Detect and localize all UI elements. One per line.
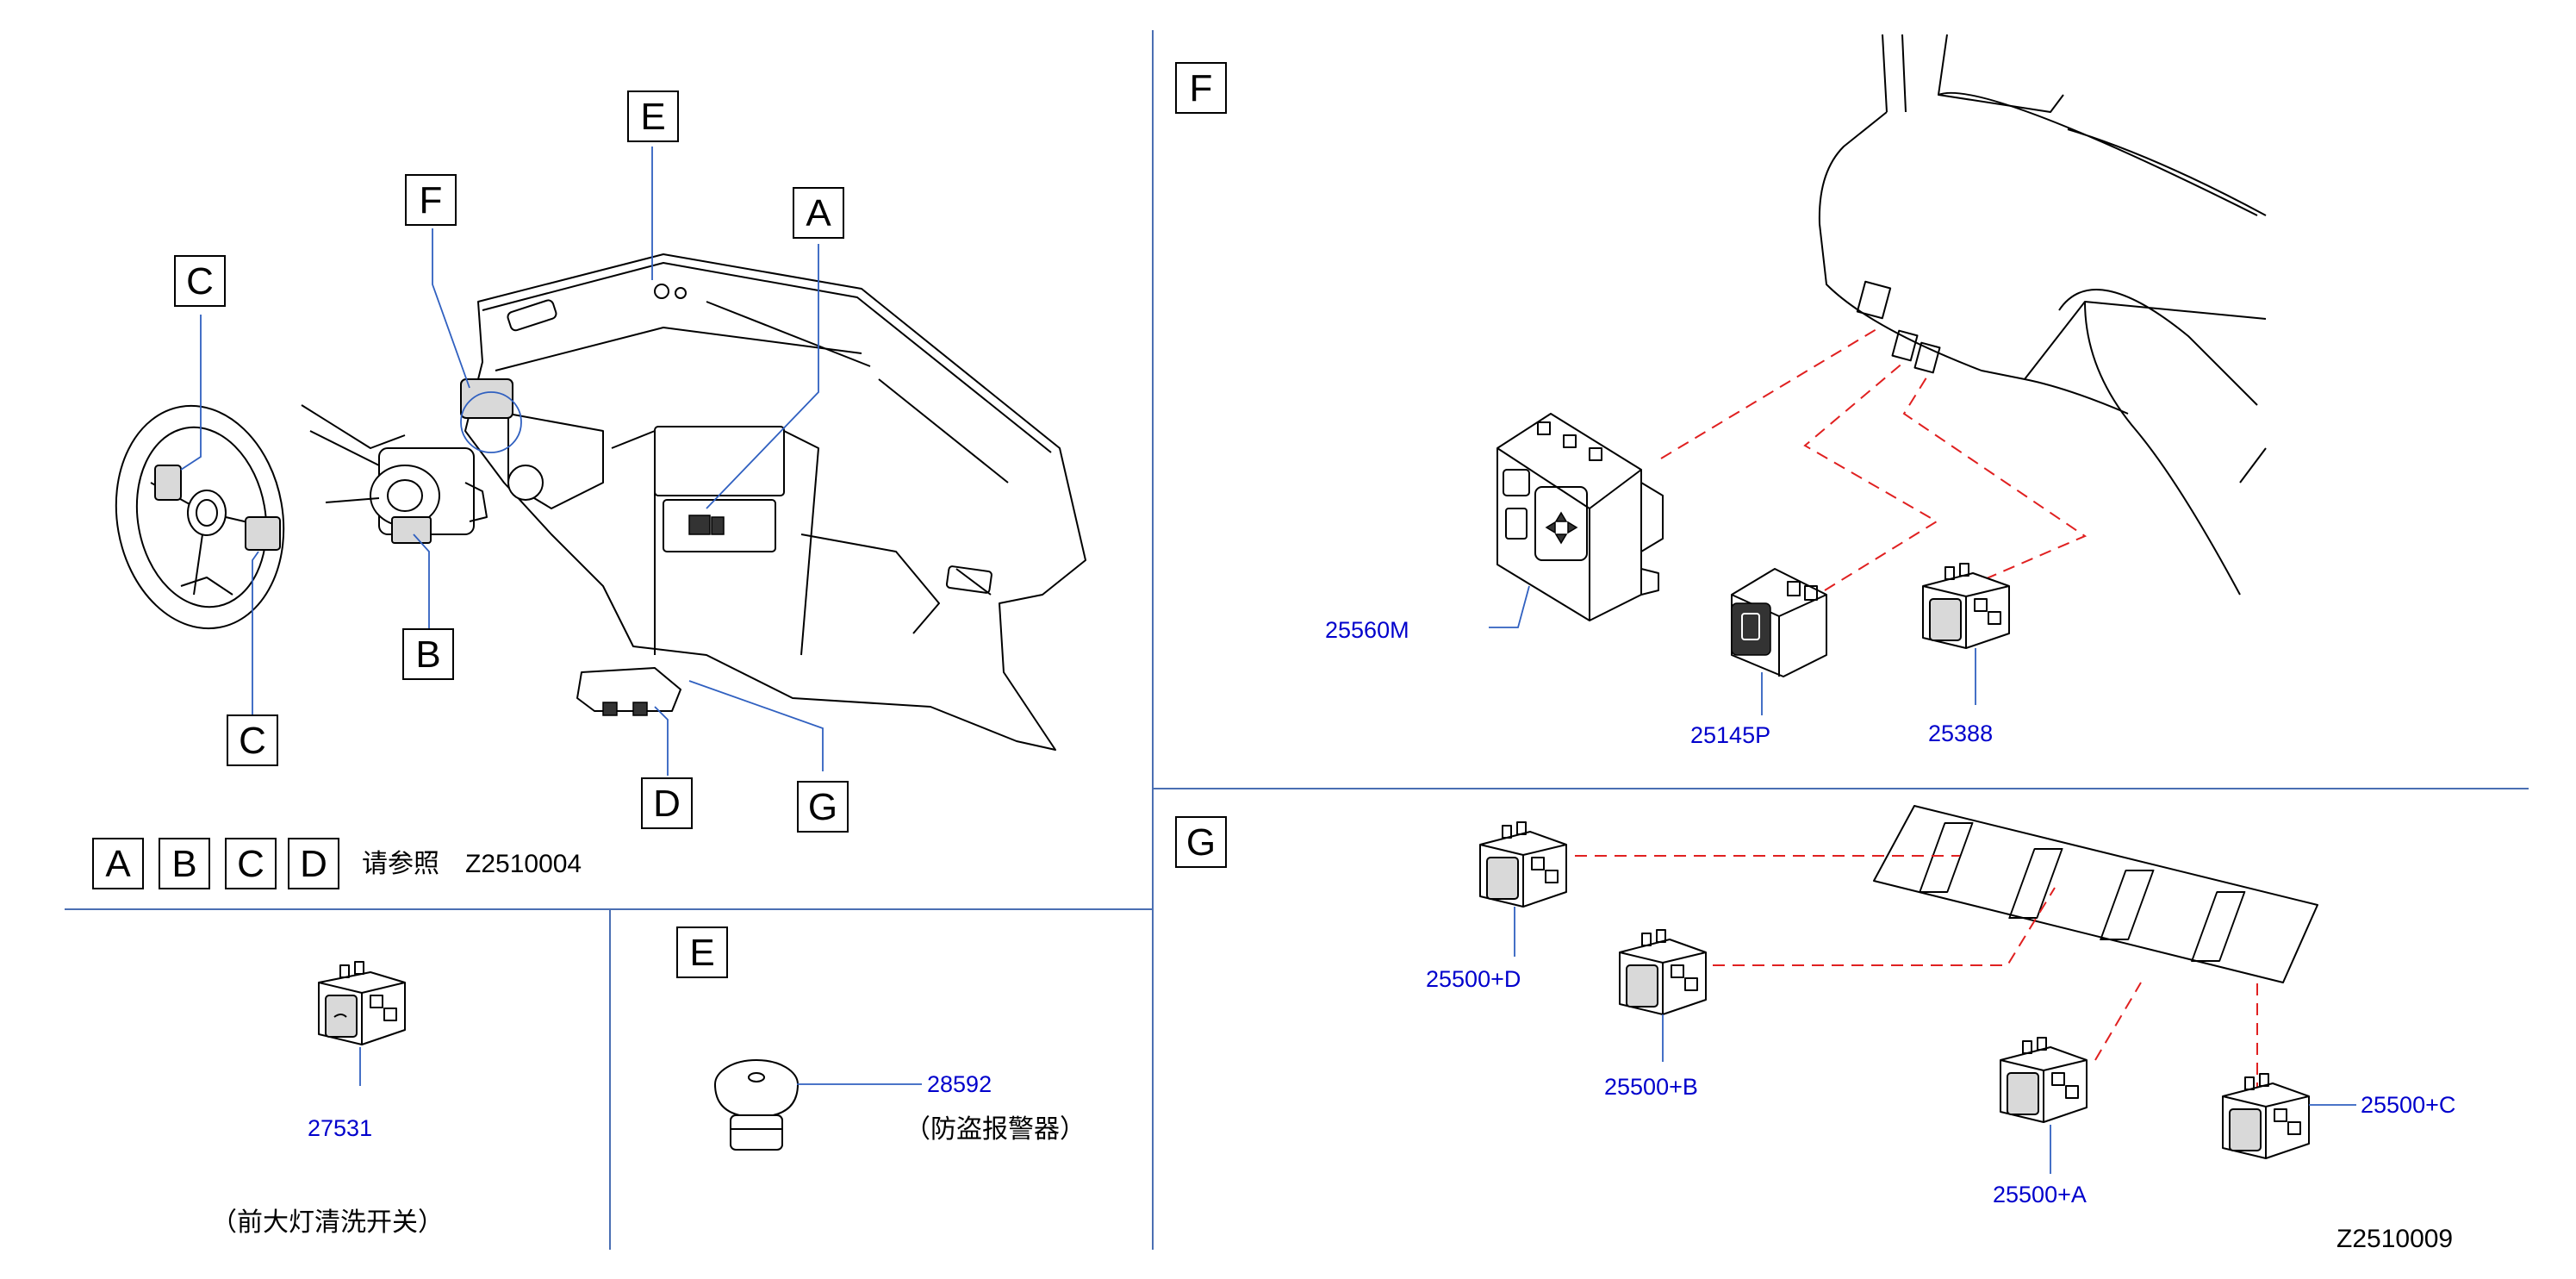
alarm-sensor-28592-drawing <box>714 1059 799 1151</box>
switch-25500A-drawing <box>2000 1037 2088 1123</box>
part-number-25500-A: 25500+A <box>1993 1182 2087 1207</box>
part-note-27531: （前大灯清洗开关） <box>211 1207 444 1238</box>
part-number-25145P: 25145P <box>1690 722 1770 748</box>
svg-text:E: E <box>640 96 665 138</box>
switch-25500D-drawing <box>1479 821 1567 908</box>
part-number-25388: 25388 <box>1928 721 1993 746</box>
svg-text:B: B <box>415 633 440 676</box>
ref-callout-D: D <box>300 843 327 885</box>
svg-text:E: E <box>689 932 714 974</box>
svg-text:C: C <box>239 720 266 762</box>
ref-callout-C: C <box>237 843 264 885</box>
switch-25145P-drawing <box>1731 568 1827 677</box>
combination-switch-drawing <box>301 404 488 544</box>
switch-25500B-drawing <box>1619 929 1707 1015</box>
reference-code: Z2510004 <box>465 850 582 878</box>
svg-text:D: D <box>653 783 681 825</box>
ref-callout-A: A <box>105 843 131 885</box>
part-number-25500-C: 25500+C <box>2361 1092 2455 1118</box>
switch-panel-G-drawing <box>1873 805 2318 983</box>
diagram-code: Z2510009 <box>2336 1225 2453 1253</box>
svg-text:C: C <box>186 260 214 303</box>
main-callout-C-top: C <box>174 255 226 307</box>
steering-wheel-drawing <box>115 404 285 630</box>
svg-text:G: G <box>808 786 837 828</box>
part-number-25500-B: 25500+B <box>1604 1074 1698 1100</box>
reference-row: A B C D 请参照 Z2510004 <box>92 838 582 889</box>
instrument-panel-drawing <box>460 253 1086 751</box>
part-number-27531: 27531 <box>308 1115 372 1141</box>
switch-25388-drawing <box>1922 563 2010 649</box>
ref-callout-B: B <box>171 843 196 885</box>
svg-text:G: G <box>1186 821 1216 864</box>
dashed-guides-F <box>1660 328 2088 596</box>
reference-text: 请参照 <box>362 849 439 879</box>
part-number-25500-D: 25500+D <box>1426 966 1521 992</box>
main-callout-F: F <box>405 174 457 226</box>
main-callout-C-bottom: C <box>227 714 278 766</box>
dashed-guides-G <box>1575 855 2258 1095</box>
panel-dividers <box>65 30 2529 1250</box>
section-F-label: F <box>1175 62 1227 114</box>
door-trim-drawing <box>1818 34 2267 596</box>
main-callout-E: E <box>627 90 679 142</box>
main-leader-lines <box>180 147 824 776</box>
svg-text:F: F <box>1190 67 1213 109</box>
main-callout-D: D <box>641 777 693 829</box>
switch-27531-drawing <box>318 961 406 1045</box>
part-note-28592: （防盗报警器） <box>905 1114 1086 1145</box>
part-number-25560M: 25560M <box>1325 617 1409 643</box>
main-callout-A: A <box>793 187 844 239</box>
svg-text:A: A <box>806 192 831 234</box>
section-G-label: G <box>1175 816 1227 868</box>
svg-text:F: F <box>420 179 443 221</box>
section-E-label: E <box>676 926 728 978</box>
main-callout-B: B <box>402 628 454 680</box>
main-callout-G: G <box>797 781 849 833</box>
switch-25500C-drawing <box>2222 1073 2310 1159</box>
part-number-28592: 28592 <box>927 1071 992 1097</box>
mirror-switch-25560M-drawing <box>1496 413 1664 621</box>
